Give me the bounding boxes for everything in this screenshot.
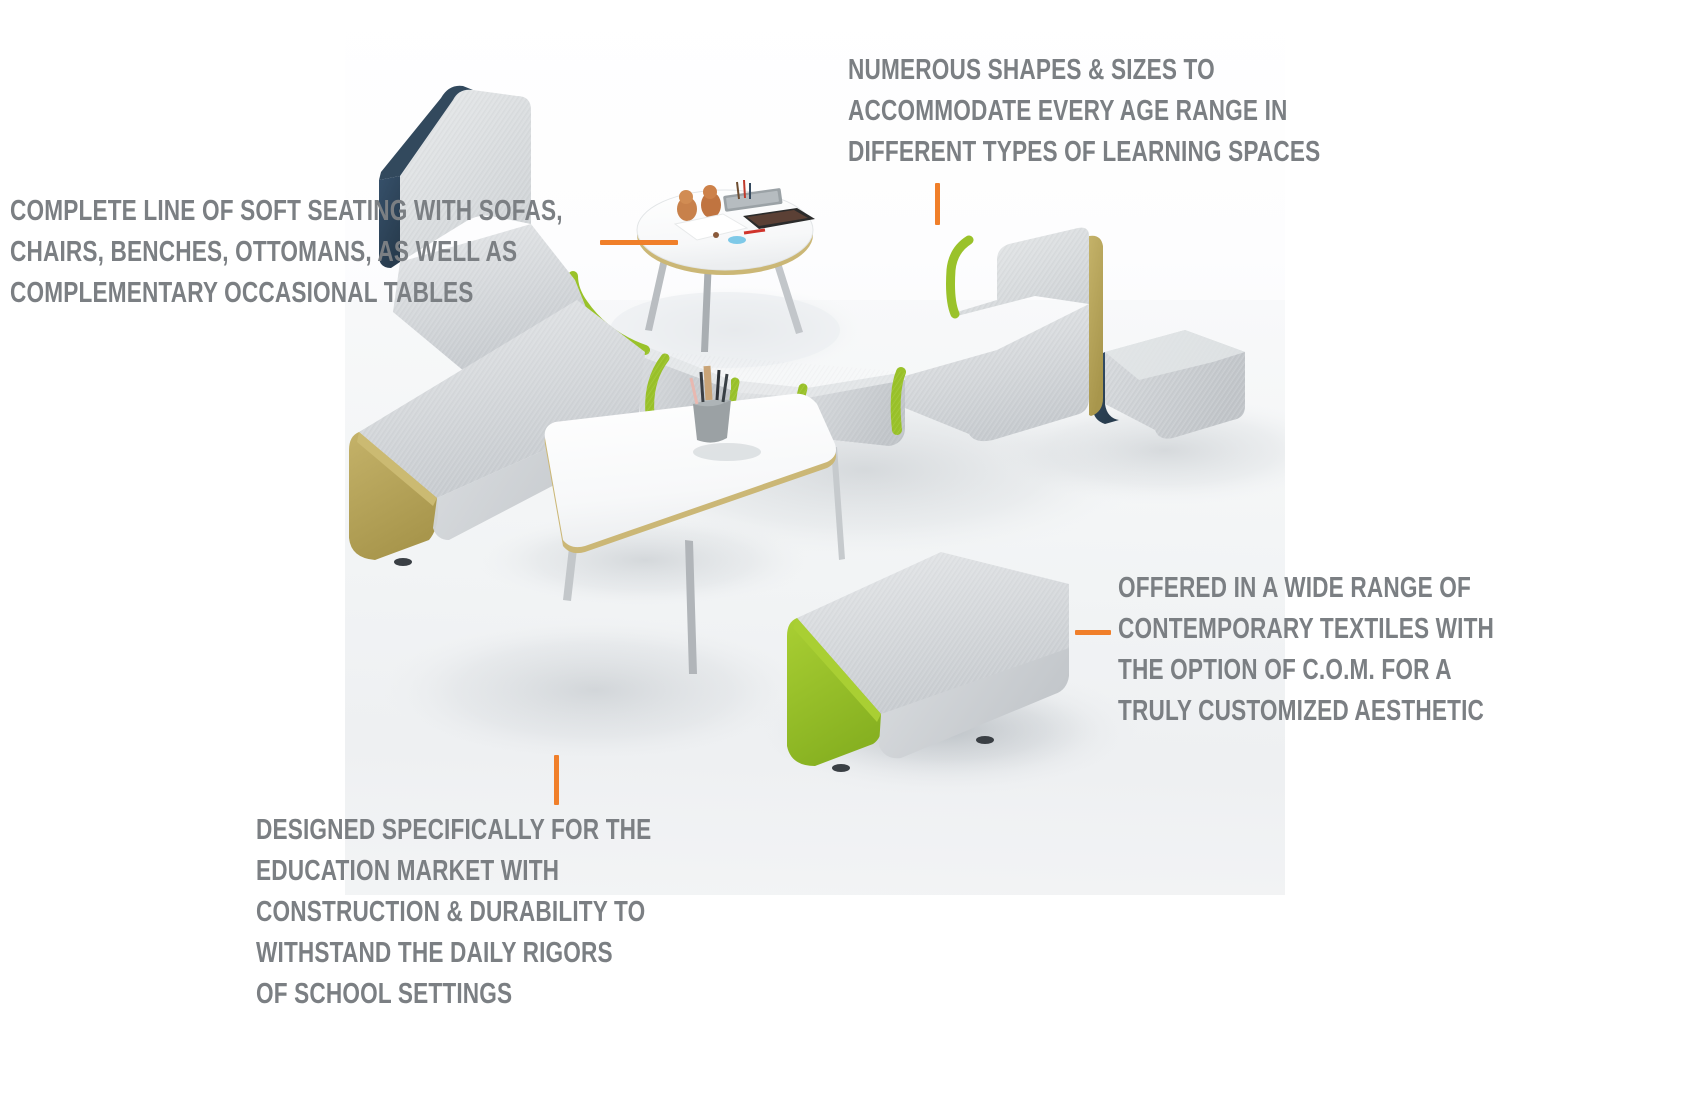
- callout-line: WITHSTAND THE DAILY RIGORS: [256, 937, 613, 969]
- callout-line: OF SCHOOL SETTINGS: [256, 978, 513, 1010]
- pencil-cup: [689, 365, 761, 461]
- table-accessories: [673, 179, 815, 244]
- callout-line: DESIGNED SPECIFICALLY FOR THE: [256, 814, 652, 846]
- callout-line: DIFFERENT TYPES OF LEARNING SPACES: [848, 136, 1321, 168]
- product-photo: [345, 0, 1285, 895]
- callout-line: CONSTRUCTION & DURABILITY TO: [256, 896, 646, 928]
- connector-dash-textiles-com: [1075, 630, 1111, 635]
- round-occasional-table: [610, 179, 840, 368]
- callout-education-market: DESIGNED SPECIFICALLY FOR THE EDUCATION …: [256, 810, 651, 1015]
- ottoman-navy-right: [1093, 330, 1245, 439]
- connector-dash-complete-line: [600, 240, 678, 245]
- connector-dash-shapes-sizes: [935, 183, 940, 225]
- callout-line: OFFERED IN A WIDE RANGE OF: [1118, 572, 1471, 604]
- ottoman-green: [775, 552, 1115, 780]
- callout-line: ACCOMMODATE EVERY AGE RANGE IN: [848, 95, 1288, 127]
- callout-line: NUMEROUS SHAPES & SIZES TO: [848, 54, 1215, 86]
- callout-line: CHAIRS, BENCHES, OTTOMANS, AS WELL AS: [10, 236, 518, 268]
- high-back-chair-tan: [905, 227, 1103, 442]
- callout-shapes-sizes: NUMEROUS SHAPES & SIZES TO ACCOMMODATE E…: [848, 50, 1320, 173]
- callout-line: COMPLEMENTARY OCCASIONAL TABLES: [10, 277, 474, 309]
- callout-line: EDUCATION MARKET WITH: [256, 855, 560, 887]
- callout-complete-line: COMPLETE LINE OF SOFT SEATING WITH SOFAS…: [10, 191, 563, 314]
- callout-line: THE OPTION OF C.O.M. FOR A: [1118, 654, 1452, 686]
- callout-line: TRULY CUSTOMIZED AESTHETIC: [1118, 695, 1485, 727]
- callout-line: CONTEMPORARY TEXTILES WITH: [1118, 613, 1495, 645]
- furniture-illustration: [349, 85, 1285, 800]
- rectangular-coffee-table: [465, 365, 845, 674]
- callout-textiles-com: OFFERED IN A WIDE RANGE OF CONTEMPORARY …: [1118, 568, 1494, 732]
- callout-line: COMPLETE LINE OF SOFT SEATING WITH SOFAS…: [10, 195, 563, 227]
- connector-dash-education-market: [554, 755, 559, 805]
